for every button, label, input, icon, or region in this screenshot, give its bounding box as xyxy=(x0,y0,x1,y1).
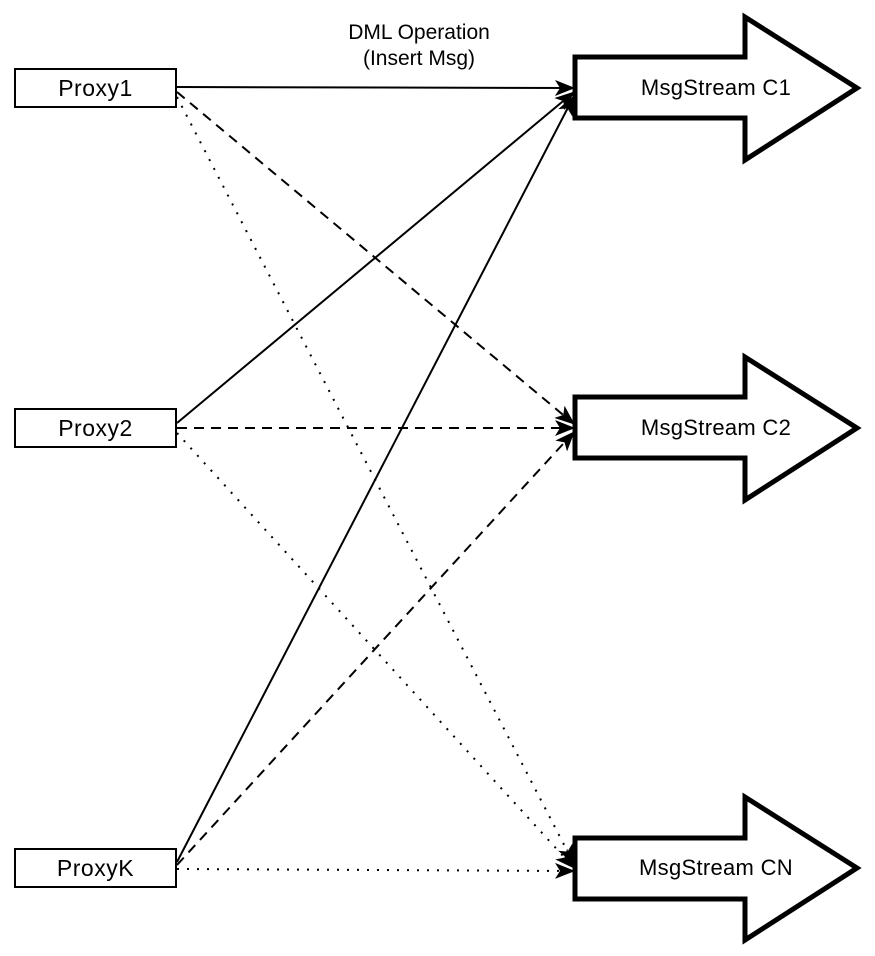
edge-label-line2: (Insert Msg) xyxy=(362,47,475,70)
edge-proxy1-c2-dashed xyxy=(176,91,575,425)
msgstream-cn-arrow-shape xyxy=(572,792,862,945)
msgstream-c1-arrow-shape xyxy=(572,12,862,165)
edge-label-line1: DML Operation xyxy=(348,21,490,44)
edge-proxy1-cn-dotted xyxy=(176,96,575,865)
edge-proxyk-c2-dashed xyxy=(176,431,575,866)
edge-proxy2-cn-dotted xyxy=(176,432,575,869)
node-proxy1: Proxy1 xyxy=(14,68,177,108)
node-proxyk-label: ProxyK xyxy=(56,854,135,881)
msgstream-c2-arrow-shape xyxy=(572,352,862,505)
node-proxy2-label: Proxy2 xyxy=(58,414,133,441)
node-proxy2: Proxy2 xyxy=(14,408,177,448)
edge-proxyk-cn-dotted xyxy=(176,862,575,879)
edge-label-dml-operation: DML Operation (Insert Msg) xyxy=(309,20,529,72)
node-proxyk: ProxyK xyxy=(14,848,177,888)
node-proxy1-label: Proxy1 xyxy=(58,74,133,101)
edge-proxy1-c1-solid xyxy=(176,79,575,96)
